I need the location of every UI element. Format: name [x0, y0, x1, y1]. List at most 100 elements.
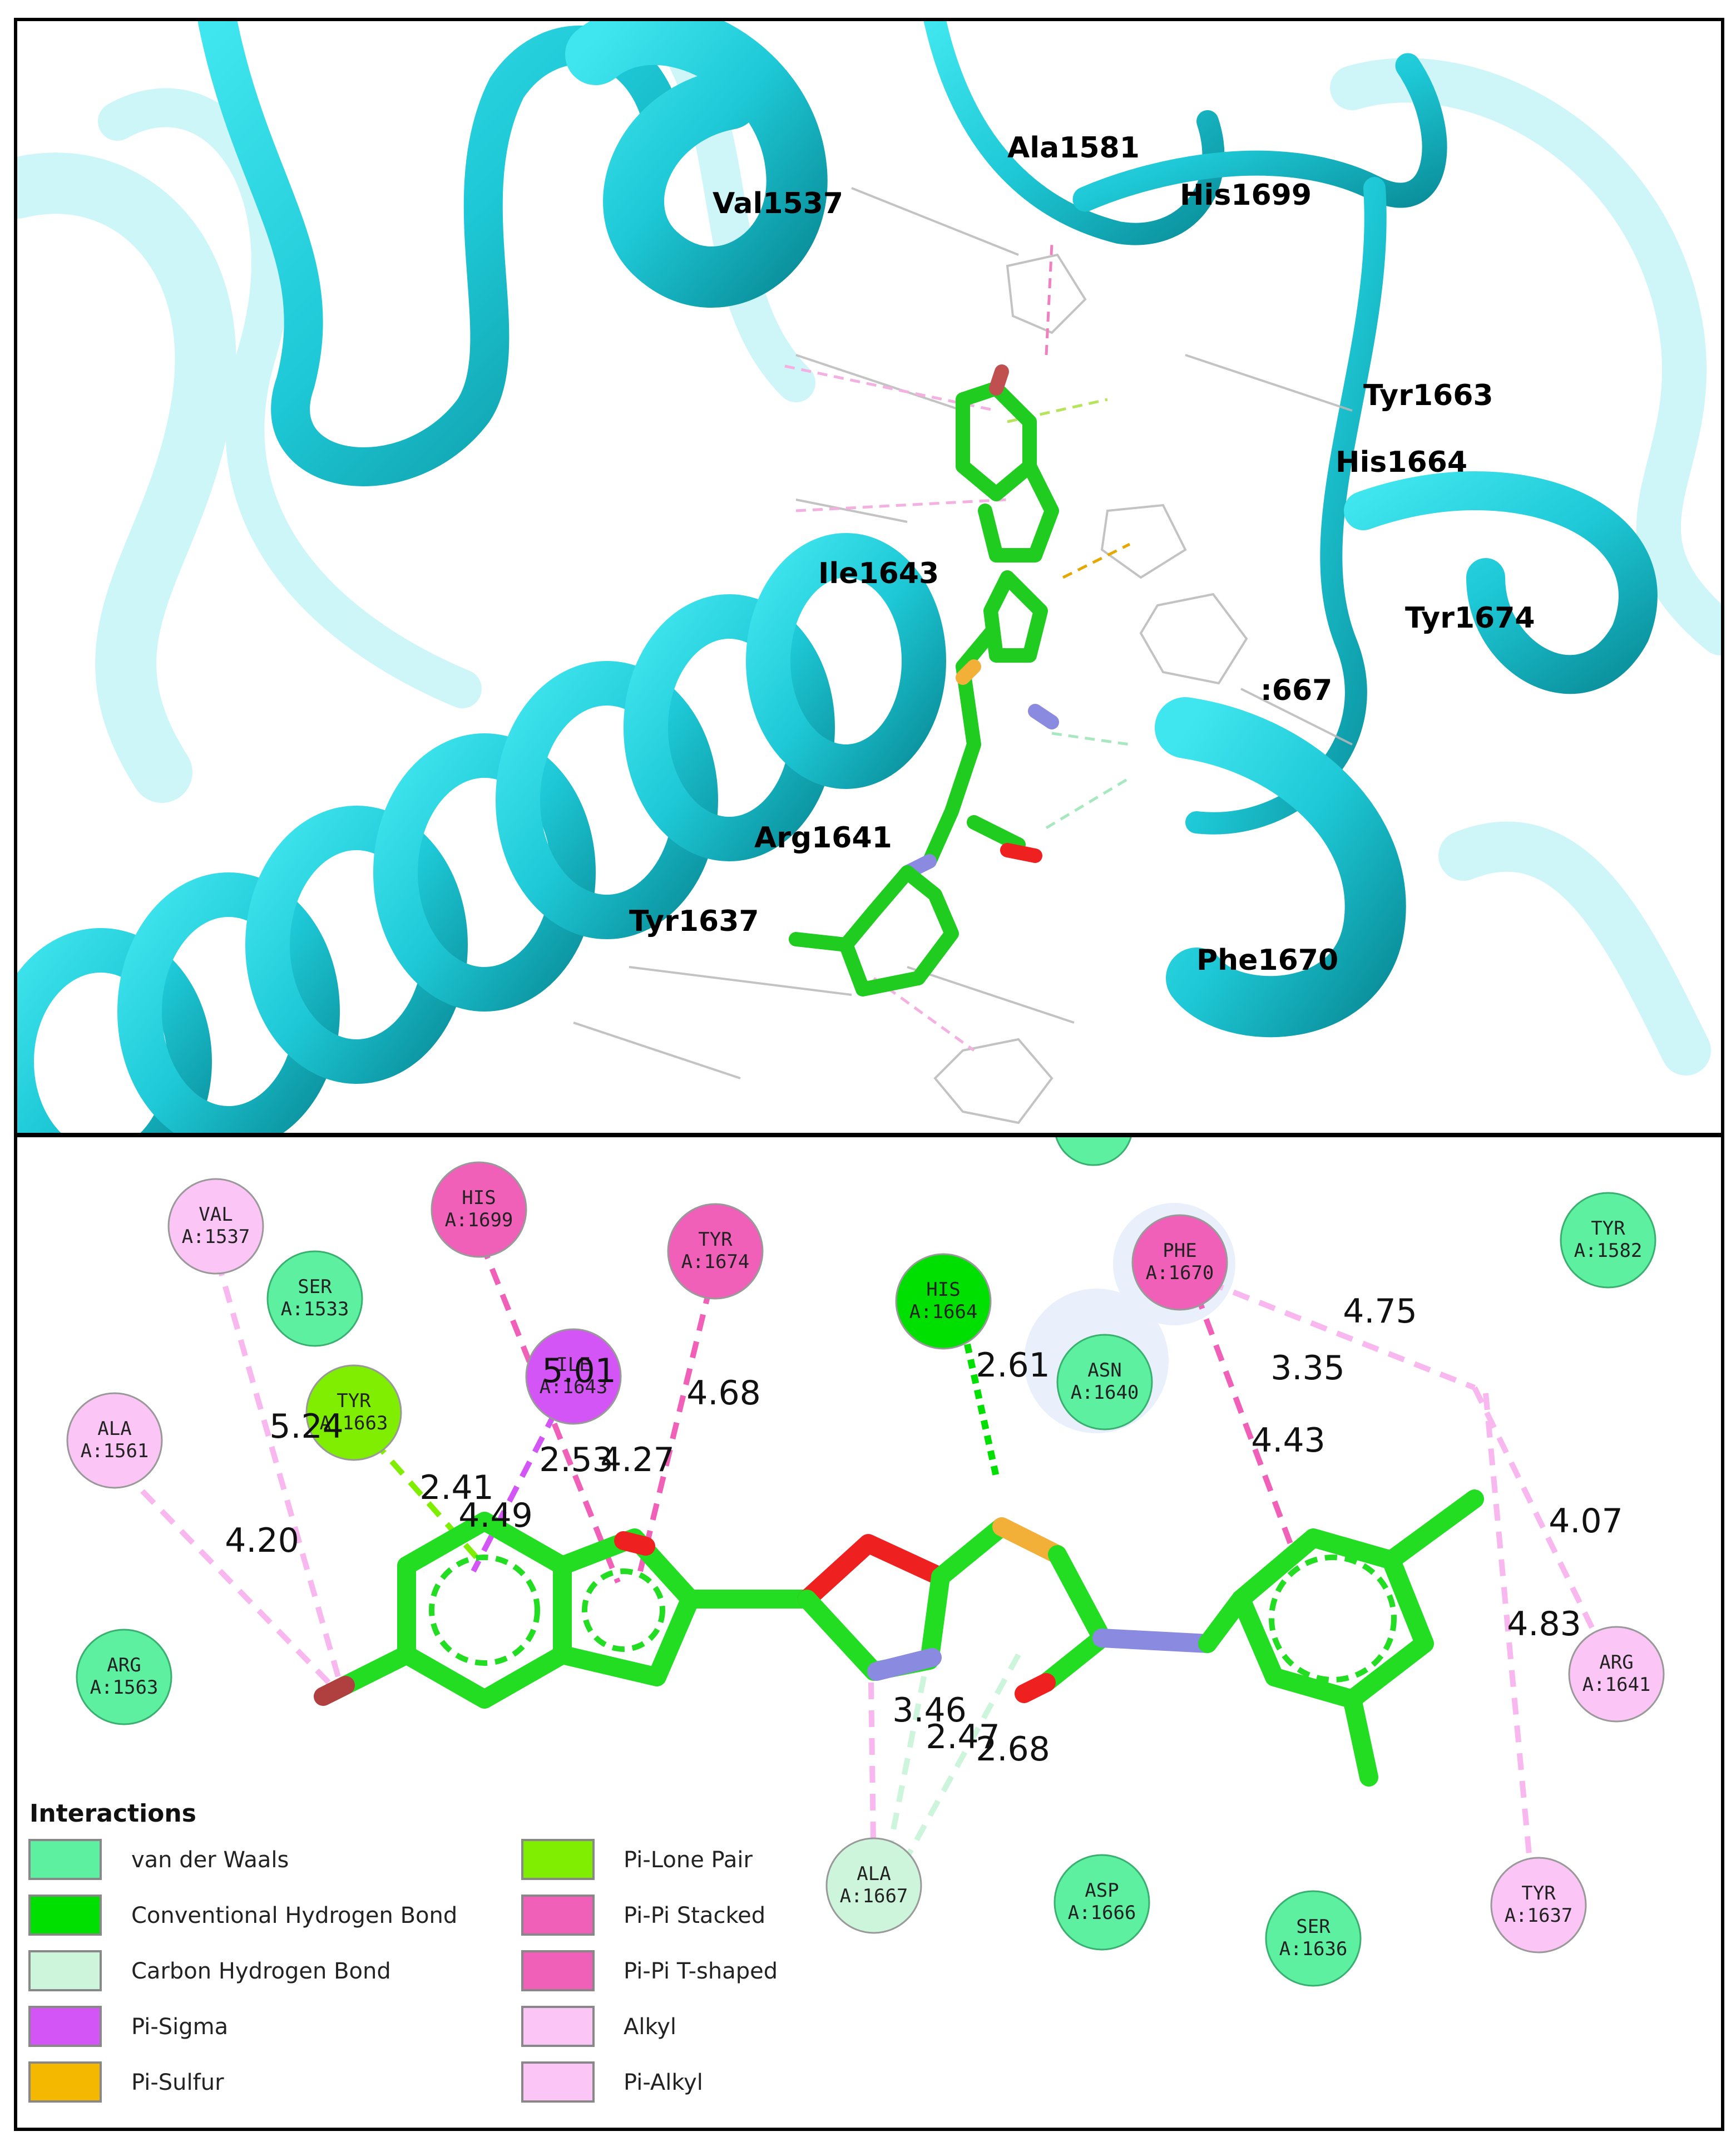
svg-text:TYR: TYR: [1591, 1217, 1625, 1240]
svg-text:A:1643: A:1643: [540, 1376, 608, 1398]
svg-text:VAL: VAL: [199, 1203, 233, 1226]
legend-label: Pi-Pi Stacked: [624, 1903, 765, 1928]
svg-text:TYR: TYR: [1521, 1882, 1556, 1905]
partial-residue-node: [1055, 1137, 1132, 1166]
distance-label: 3.35: [1270, 1349, 1345, 1388]
label-ile1643: Ile1643: [818, 557, 939, 590]
residue-node-tyr1582: TYR A:1582: [1560, 1192, 1656, 1289]
svg-text:A:1666: A:1666: [1068, 1902, 1136, 1924]
svg-text:SER: SER: [1296, 1916, 1331, 1938]
residue-node-his1699: HIS A:1699: [431, 1161, 527, 1258]
svg-text:ILE: ILE: [556, 1354, 590, 1376]
ligand-2d-structure: [314, 1489, 1484, 1787]
legend-label: Alkyl: [624, 2014, 676, 2040]
aromatic-ring-markers: [429, 1555, 1397, 1683]
legend-swatch: [521, 2006, 595, 2047]
svg-text:ALA: ALA: [97, 1418, 131, 1440]
svg-text:SER: SER: [298, 1276, 332, 1298]
distance-labels: 5.24 4.20 2.41 4.49 5.01 2.53 4.27 4.68 …: [225, 1292, 1623, 1769]
residue-wireframe: [573, 187, 1353, 1124]
distance-label: 2.68: [976, 1730, 1050, 1769]
residue-node-ser1533: SER A:1533: [266, 1250, 363, 1347]
label-his1699: His1699: [1180, 179, 1312, 212]
svg-text:A:1640: A:1640: [1071, 1382, 1139, 1404]
distance-label: 2.41: [419, 1468, 494, 1507]
svg-text:PHE: PHE: [1163, 1240, 1196, 1262]
svg-text:ALA: ALA: [857, 1863, 891, 1885]
residue-node-ala1561: ALA A:1561: [66, 1392, 163, 1489]
legend-label: Pi-Lone Pair: [624, 1847, 753, 1873]
svg-text:A:1674: A:1674: [681, 1251, 750, 1273]
distance-label: 4.43: [1251, 1421, 1326, 1460]
residue-node-ala1667: ALA A:1667: [825, 1837, 922, 1934]
distance-label: 3.46: [892, 1691, 967, 1730]
legend-title: Interactions: [29, 1799, 196, 1828]
legend-swatch: [28, 1950, 102, 1991]
label-his1664: His1664: [1336, 446, 1467, 479]
distance-label: 2.47: [926, 1718, 1000, 1757]
label-x1667: :667: [1260, 674, 1332, 707]
svg-text:TYR: TYR: [337, 1390, 371, 1412]
residue-node-arg1563: ARG A:1563: [76, 1629, 172, 1725]
protein-3d-view: Ala1581 His1699 Val1537 Tyr1663 His1664 …: [17, 21, 1721, 1133]
residue-node-ile1643: ILE A:1643: [525, 1328, 622, 1425]
residue-node-tyr1637: TYR A:1637: [1490, 1857, 1587, 1953]
residue-node-val1537: VAL A:1537: [167, 1178, 264, 1275]
distance-label: 4.07: [1549, 1502, 1623, 1541]
distance-label: 4.27: [600, 1440, 675, 1479]
distance-label: 4.75: [1343, 1292, 1417, 1331]
svg-text:HIS: HIS: [926, 1279, 960, 1301]
svg-text:A:1537: A:1537: [182, 1226, 250, 1248]
svg-text:ASN: ASN: [1087, 1359, 1121, 1382]
label-arg1641: Arg1641: [754, 821, 892, 855]
svg-text:A:1667: A:1667: [840, 1885, 908, 1907]
svg-text:A:1641: A:1641: [1582, 1674, 1651, 1696]
residue-node-tyr1674: TYR A:1674: [667, 1203, 764, 1300]
svg-text:A:1637: A:1637: [1505, 1905, 1573, 1927]
svg-text:ASP: ASP: [1085, 1879, 1119, 1902]
protein-3d-view-panel: Ala1581 His1699 Val1537 Tyr1663 His1664 …: [14, 18, 1724, 1136]
distance-label: 4.49: [458, 1496, 533, 1535]
distance-label: 2.61: [976, 1346, 1050, 1385]
legend-swatch: [28, 1839, 102, 1880]
residue-node-his1664: HIS A:1664: [895, 1253, 992, 1350]
svg-text:TYR: TYR: [698, 1229, 733, 1251]
distance-label: 5.24: [269, 1407, 344, 1446]
legend-swatch: [28, 2061, 102, 2103]
distance-label: 5.01: [542, 1351, 616, 1390]
svg-text:A:1582: A:1582: [1574, 1240, 1643, 1262]
svg-text:A:1533: A:1533: [281, 1298, 349, 1320]
residue-node-arg1641: ARG A:1641: [1568, 1626, 1665, 1723]
legend-label: Pi-Pi T-shaped: [624, 1958, 778, 1984]
legend-swatch: [28, 1895, 102, 1936]
distance-label: 4.68: [686, 1374, 761, 1413]
residue-node-asp1666: ASP A:1666: [1054, 1854, 1150, 1951]
interaction-2d-diagram: VAL A:1537 HIS A:1699 TYR A:1674 SER A:1…: [28, 1137, 1665, 2103]
svg-text:A:1664: A:1664: [909, 1301, 978, 1323]
legend-label: Carbon Hydrogen Bond: [131, 1958, 391, 1984]
svg-text:HIS: HIS: [462, 1187, 496, 1209]
legend-label: Pi-Sulfur: [131, 2070, 224, 2095]
svg-text:ARG: ARG: [1599, 1651, 1633, 1674]
legend-label: Conventional Hydrogen Bond: [131, 1903, 457, 1928]
label-val1537: Val1537: [713, 187, 843, 220]
label-tyr1674: Tyr1674: [1405, 601, 1535, 635]
ribbon-cartoon: [198, 21, 1658, 1038]
distance-label: 2.53: [539, 1440, 614, 1479]
svg-text:A:1670: A:1670: [1146, 1262, 1214, 1284]
legend-swatch: [521, 1895, 595, 1936]
residue-nodes: VAL A:1537 HIS A:1699 TYR A:1674 SER A:1…: [66, 1161, 1665, 1987]
interaction-legend: Interactions van der Waals Conventional …: [28, 1799, 778, 2103]
residue-node-tyr1663: TYR A:1663: [305, 1364, 402, 1461]
legend-swatch: [521, 2061, 595, 2103]
distance-label: 4.20: [225, 1521, 299, 1560]
svg-text:A:1636: A:1636: [1279, 1938, 1348, 1960]
residue-node-phe1670: PHE A:1670: [1131, 1214, 1228, 1311]
label-ala1581: Ala1581: [1007, 131, 1140, 165]
helix-coils: [17, 533, 946, 1133]
legend-swatch: [521, 1839, 595, 1880]
svg-text:A:1699: A:1699: [445, 1209, 513, 1231]
ligand-sticks-3d: [789, 364, 1059, 996]
legend-label: Pi-Alkyl: [624, 2070, 703, 2095]
svg-text:ARG: ARG: [107, 1654, 141, 1676]
